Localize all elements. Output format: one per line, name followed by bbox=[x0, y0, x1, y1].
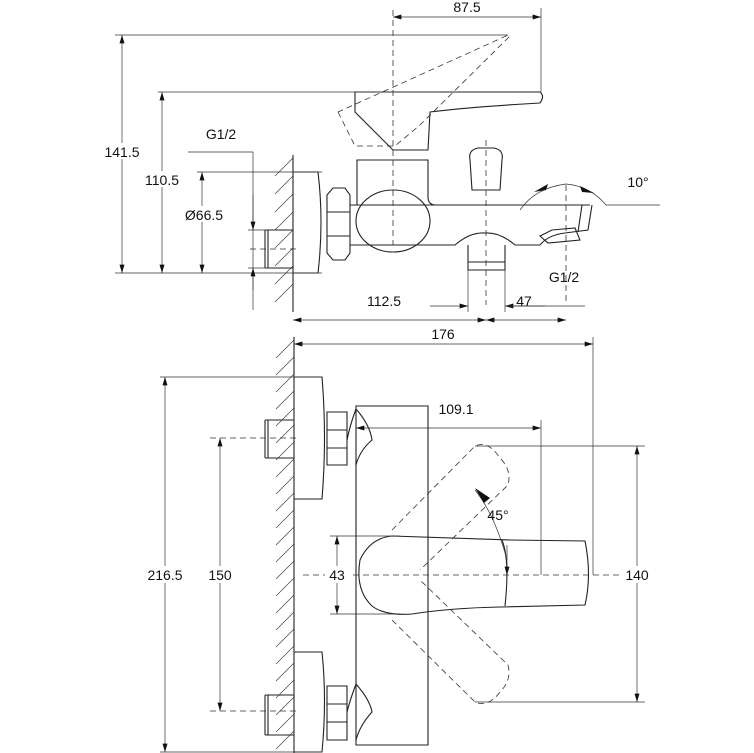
hatch-line bbox=[275, 577, 295, 597]
lever-right-swing-outline bbox=[391, 579, 510, 705]
dim-112-5: 112.5 bbox=[367, 293, 401, 309]
dim-150: 150 bbox=[208, 567, 232, 583]
lever-handle bbox=[354, 91, 544, 151]
dim-109-1: 109.1 bbox=[438, 401, 473, 417]
wall-hatching bbox=[274, 157, 294, 303]
hatch-line bbox=[275, 509, 295, 529]
shower-outlet bbox=[539, 227, 581, 244]
dim-140: 140 bbox=[625, 567, 649, 583]
side-view: 87.5 141.5 110.5 Ø66.5 G1/2 112.5 47 G1/… bbox=[100, 0, 660, 323]
hex-nut bbox=[326, 187, 351, 261]
dim-141-5: 141.5 bbox=[104, 144, 139, 160]
lever-left-swing-outline bbox=[391, 444, 510, 571]
lower-inlet-pipe bbox=[264, 694, 294, 736]
dim-inlet-g1-2: G1/2 bbox=[206, 126, 237, 142]
dim-43: 43 bbox=[329, 567, 345, 583]
lever-raised-outline bbox=[337, 34, 510, 147]
hatch-line bbox=[275, 390, 295, 410]
upper-nut bbox=[326, 411, 348, 466]
hatch-line bbox=[275, 526, 295, 546]
hatch-line bbox=[275, 475, 295, 495]
dim-176: 176 bbox=[431, 326, 455, 342]
hatch-line bbox=[275, 492, 295, 512]
lever-handle bbox=[358, 535, 590, 615]
inlet-pipe bbox=[264, 229, 293, 269]
hatch-line bbox=[275, 441, 295, 461]
dim-216-5: 216.5 bbox=[147, 567, 182, 583]
upper-inlet-pipe bbox=[264, 419, 294, 459]
dim-110-5: 110.5 bbox=[145, 172, 179, 188]
hatch-line bbox=[275, 543, 295, 563]
mixer-body bbox=[350, 204, 590, 246]
hatch-line bbox=[275, 356, 295, 376]
mixer-body bbox=[355, 405, 429, 746]
hatch-line bbox=[274, 265, 294, 285]
wall-flange bbox=[293, 171, 322, 274]
dim-87-5: 87.5 bbox=[453, 0, 480, 15]
dim-diameter-66-5: Ø66.5 bbox=[185, 207, 223, 223]
hatch-line bbox=[275, 560, 295, 580]
hatch-line bbox=[275, 458, 295, 478]
dim-45-degrees: 45° bbox=[487, 507, 508, 523]
hatch-line bbox=[275, 628, 295, 648]
hatch-line bbox=[275, 713, 295, 733]
upper-flange bbox=[294, 376, 326, 500]
hatch-line bbox=[274, 211, 294, 231]
wall-hatching bbox=[275, 339, 295, 750]
dim-47: 47 bbox=[516, 293, 532, 309]
hatch-line bbox=[275, 662, 295, 682]
dim-outlet-g1-2: G1/2 bbox=[549, 269, 580, 285]
lower-nut bbox=[326, 685, 348, 741]
top-view: 176 109.1 216.5 150 43 140 45° bbox=[143, 326, 654, 753]
hatch-line bbox=[275, 611, 295, 631]
hatch-line bbox=[275, 594, 295, 614]
lower-flange bbox=[294, 651, 326, 753]
hatch-line bbox=[274, 283, 294, 303]
hatch-line bbox=[274, 193, 294, 213]
spout-end bbox=[539, 204, 593, 246]
hatch-line bbox=[275, 407, 295, 427]
diverter-knob bbox=[469, 147, 503, 191]
hatch-line bbox=[274, 229, 294, 249]
hatch-line bbox=[275, 696, 295, 716]
hatch-line bbox=[274, 157, 294, 177]
hatch-line bbox=[275, 730, 295, 750]
hatch-line bbox=[275, 645, 295, 665]
lower-union bbox=[346, 683, 373, 741]
hatch-line bbox=[274, 247, 294, 267]
bath-outlet bbox=[467, 245, 506, 271]
cartridge-housing bbox=[356, 159, 437, 206]
dim-10-degrees: 10° bbox=[627, 174, 648, 190]
hatch-line bbox=[275, 424, 295, 444]
upper-union bbox=[346, 408, 373, 466]
hatch-line bbox=[275, 339, 295, 359]
hatch-line bbox=[274, 175, 294, 195]
